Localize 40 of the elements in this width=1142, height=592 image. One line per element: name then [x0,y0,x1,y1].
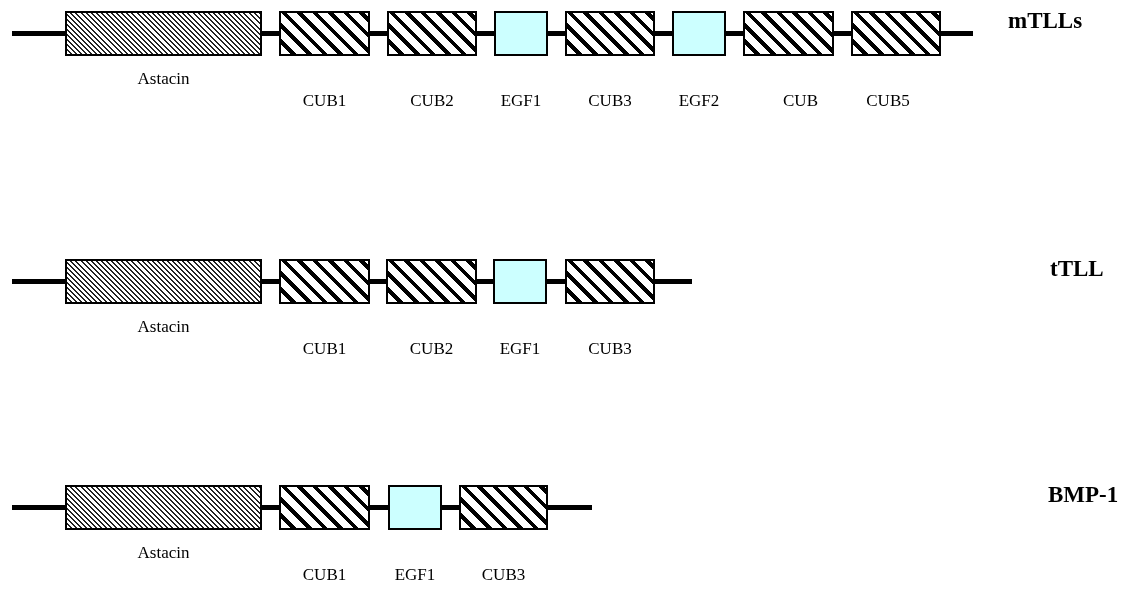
backbone-line [548,31,565,36]
backbone-line [941,31,973,36]
domain-label: Astacin [137,317,190,337]
backbone-line [12,31,65,36]
domain-label: EGF1 [394,565,436,585]
backbone-line [726,31,743,36]
backbone-line [477,279,493,284]
backbone-line [655,279,692,284]
domain-label: CUB3 [588,339,632,359]
protein-name: mTLLs [1008,8,1083,34]
domain-label: CUB1 [302,565,347,585]
domain-label: CUB2 [409,339,454,359]
domain-label: EGF1 [500,91,542,111]
domain-label: CUB5 [866,91,910,111]
backbone-line [262,31,279,36]
backbone-line [547,279,565,284]
domain-label: CUB1 [302,339,347,359]
domain-label: EGF2 [678,91,720,111]
backbone-line [370,505,388,510]
protein-name: tTLL [1050,256,1104,282]
domain-label: EGF1 [499,339,541,359]
backbone-line [12,505,65,510]
backbone-line [477,31,494,36]
domain-label: CUB2 [410,91,454,111]
backbone-line [655,31,672,36]
backbone-line [370,279,386,284]
domain-label: Astacin [137,543,190,563]
domain-label: CUB3 [481,565,526,585]
domain-label: CUB1 [302,91,347,111]
backbone-line [442,505,459,510]
backbone-line [834,31,851,36]
backbone-line [370,31,387,36]
backbone-line [262,505,279,510]
backbone-line [12,279,65,284]
backbone-line [262,279,279,284]
domain-label: Astacin [137,69,190,89]
domain-label: CUB [783,91,818,111]
protein-name: BMP-1 [1048,482,1119,508]
backbone-line [548,505,592,510]
domain-label: CUB3 [588,91,632,111]
